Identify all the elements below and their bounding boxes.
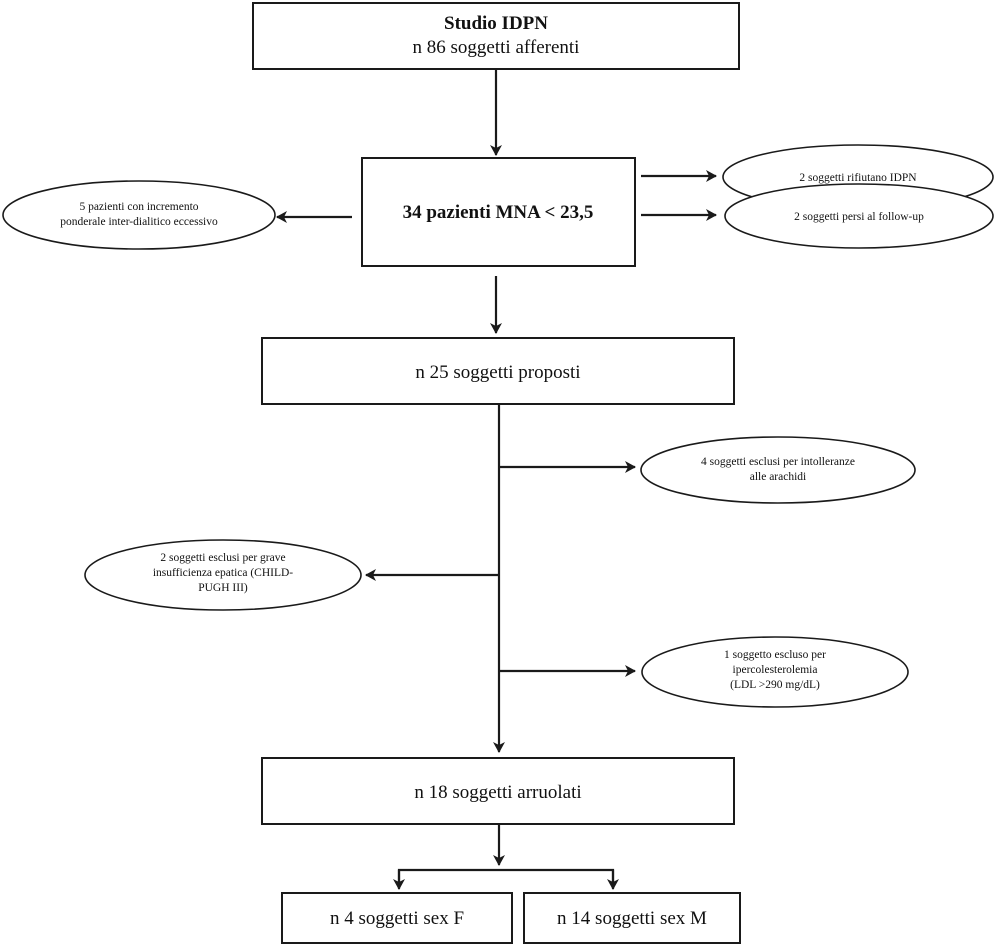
mna-label: 34 pazienti MNA < 23,5 bbox=[403, 202, 594, 223]
enrolled-label: n 18 soggetti arruolati bbox=[414, 782, 581, 803]
mna-box: 34 pazienti MNA < 23,5 bbox=[361, 157, 636, 267]
weight-gain-line2: ponderale inter-dialitico eccessivo bbox=[60, 216, 218, 228]
weight-gain-oval: 5 pazienti con incremento ponderale inte… bbox=[2, 180, 276, 250]
cholesterol-line2: ipercolesterolemia bbox=[733, 664, 818, 676]
weight-gain-line1: 5 pazienti con incremento bbox=[79, 201, 198, 213]
refuse-line1: 2 soggetti rifiutano IDPN bbox=[799, 172, 917, 184]
female-box: n 4 soggetti sex F bbox=[281, 892, 513, 944]
cholesterol-line1: 1 soggetto escluso per bbox=[724, 649, 826, 661]
hepatic-line1: 2 soggetti esclusi per grave bbox=[160, 552, 285, 564]
peanut-line1: 4 soggetti esclusi per intolleranze bbox=[701, 456, 855, 468]
split-connector bbox=[397, 868, 615, 887]
enrolled-box: n 18 soggetti arruolati bbox=[261, 757, 735, 825]
male-box: n 14 soggetti sex M bbox=[523, 892, 741, 944]
male-label: n 14 soggetti sex M bbox=[557, 908, 707, 929]
hepatic-line2: insufficienza epatica (CHILD- bbox=[153, 567, 293, 579]
proposed-label: n 25 soggetti proposti bbox=[415, 362, 580, 383]
cholesterol-oval: 1 soggetto escluso per ipercolesterolemi… bbox=[641, 636, 909, 708]
lost-oval: 2 soggetti persi al follow-up bbox=[724, 183, 994, 249]
hepatic-oval: 2 soggetti esclusi per grave insufficien… bbox=[84, 539, 362, 611]
peanut-line2: alle arachidi bbox=[750, 471, 807, 483]
study-subtitle: n 86 soggetti afferenti bbox=[413, 37, 580, 58]
lost-line1: 2 soggetti persi al follow-up bbox=[794, 211, 924, 223]
study-box: Studio IDPN n 86 soggetti afferenti bbox=[252, 2, 740, 70]
proposed-box: n 25 soggetti proposti bbox=[261, 337, 735, 405]
peanut-oval: 4 soggetti esclusi per intolleranze alle… bbox=[640, 436, 916, 504]
female-label: n 4 soggetti sex F bbox=[330, 908, 464, 929]
study-title: Studio IDPN bbox=[444, 13, 548, 34]
hepatic-line3: PUGH III) bbox=[198, 582, 248, 594]
cholesterol-line3: (LDL >290 mg/dL) bbox=[730, 679, 820, 691]
